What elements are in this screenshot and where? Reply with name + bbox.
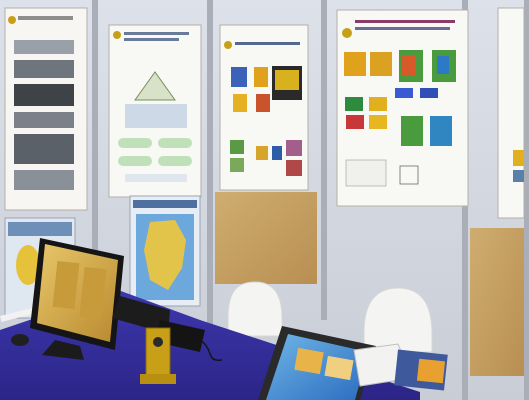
chair-right (363, 287, 433, 353)
cork-board-center (215, 192, 317, 284)
gold-plaque (140, 327, 176, 384)
chair-left (227, 281, 283, 337)
map-poster-center (129, 195, 201, 307)
poster-1 (4, 7, 88, 211)
poster-5 (497, 7, 525, 219)
poster-4 (336, 9, 469, 207)
poster-2 (108, 24, 202, 198)
laptop (258, 326, 376, 400)
monitor (30, 238, 124, 360)
keyboard (112, 296, 170, 334)
cork-board-right (470, 228, 524, 376)
mouse (11, 334, 29, 346)
cable (199, 339, 223, 361)
brochures (353, 343, 448, 391)
poster-3 (219, 24, 309, 191)
